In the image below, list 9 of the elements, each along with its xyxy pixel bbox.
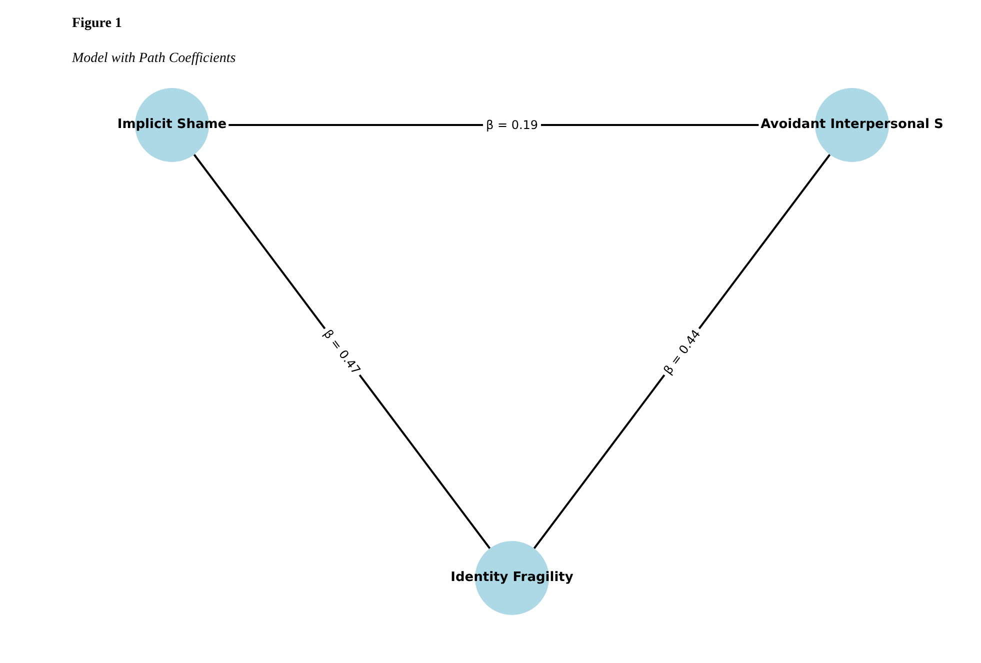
edge-label: β = 0.19: [483, 118, 542, 132]
connector-line: [193, 154, 491, 549]
node-label: Avoidant Interpersonal S: [760, 117, 944, 133]
connector-line: [533, 154, 831, 549]
figure-caption: Model with Path Coefficients: [72, 51, 236, 67]
node-label: Identity Fragility: [450, 570, 574, 586]
node-label: Implicit Shame: [116, 117, 228, 133]
figure-title: Figure 1: [72, 16, 122, 32]
connector-line: [228, 124, 759, 126]
